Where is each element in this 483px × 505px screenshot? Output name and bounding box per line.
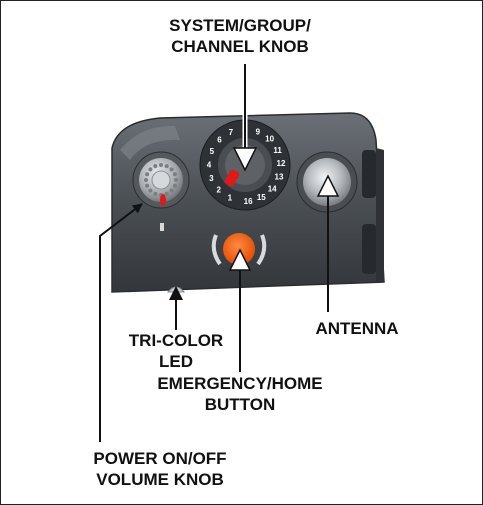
channel-knob-label-line2: CHANNEL KNOB (120, 36, 360, 57)
dial-number: 2 (216, 186, 221, 195)
antenna-label: ANTENNA (302, 318, 412, 339)
dial-number: 3 (209, 174, 214, 183)
dial-number: 12 (277, 159, 286, 168)
dial-number: 11 (273, 146, 282, 155)
grip-dot (170, 167, 174, 171)
dial-number: 9 (256, 127, 261, 136)
dial-number: 13 (275, 173, 284, 182)
grip-dot (159, 163, 163, 167)
dial-number: 16 (244, 197, 253, 206)
dial-number: 15 (257, 193, 266, 202)
dial-number: 6 (217, 136, 222, 145)
dial-number: 5 (210, 147, 215, 156)
emergency-label-line1: EMERGENCY/HOME (120, 373, 360, 394)
grip-dot (148, 189, 152, 193)
led-label-line2: LED (116, 351, 236, 372)
dial-number: 7 (229, 128, 234, 137)
grip-dot (148, 167, 152, 171)
emergency-button-label: EMERGENCY/HOME BUTTON (120, 373, 360, 415)
dial-number: 4 (207, 160, 212, 169)
power-knob-label: POWER ON/OFF VOLUME KNOB (60, 448, 260, 490)
led-label-line1: TRI-COLOR (116, 330, 236, 351)
grip-dot (173, 172, 177, 176)
dial-number: 10 (265, 135, 274, 144)
grip-dot (145, 184, 149, 188)
grip-dot (174, 178, 178, 182)
volume-position-mark (160, 223, 164, 231)
grip-dot (144, 178, 148, 182)
grip-dot (173, 184, 177, 188)
power-label-line1: POWER ON/OFF (60, 448, 260, 469)
emergency-label-line2: BUTTON (120, 394, 360, 415)
grip-dot (170, 189, 174, 193)
grip-dot (153, 192, 157, 196)
grip-dot (153, 164, 157, 168)
channel-knob-label-line1: SYSTEM/GROUP/ (120, 15, 360, 36)
grip-dot (165, 192, 169, 196)
dial-number: 14 (268, 185, 277, 194)
volume-indicator-mark (160, 194, 166, 206)
power-label-line2: VOLUME KNOB (60, 469, 260, 490)
dial-number: 1 (228, 194, 233, 203)
grip-dot (165, 164, 169, 168)
led-label: TRI-COLOR LED (116, 330, 236, 372)
grip-dot (145, 172, 149, 176)
channel-knob-label: SYSTEM/GROUP/ CHANNEL KNOB (120, 15, 360, 57)
